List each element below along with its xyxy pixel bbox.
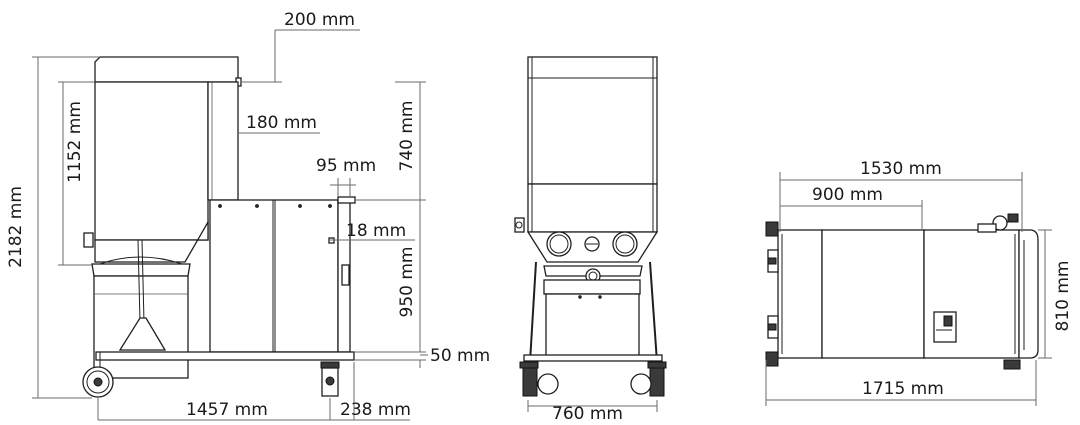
dim-top-overall-length: 1715 mm bbox=[862, 379, 944, 399]
dim-top-total-width: 1530 mm bbox=[860, 159, 942, 179]
dim-column-width: 180 mm bbox=[246, 113, 317, 133]
side-view-dimensions bbox=[32, 29, 428, 421]
dim-panel-offset: 95 mm bbox=[316, 156, 376, 176]
dim-hopper-height: 1152 mm bbox=[65, 101, 85, 183]
dim-top-depth: 810 mm bbox=[1053, 261, 1073, 332]
front-view-dimensions: 760 mm bbox=[527, 400, 658, 424]
dim-total-height: 2182 mm bbox=[6, 186, 26, 268]
dim-upper-height: 740 mm bbox=[397, 101, 417, 172]
dim-overhang: 238 mm bbox=[340, 400, 411, 420]
dim-top-offset: 200 mm bbox=[284, 10, 355, 30]
side-view bbox=[82, 56, 356, 398]
top-view bbox=[765, 213, 1039, 370]
top-view-dimensions: 1530 mm 900 mm 810 mm 1715 mm bbox=[765, 159, 1073, 406]
dim-length: 1457 mm bbox=[186, 400, 268, 420]
dim-handle-offset: 18 mm bbox=[346, 221, 406, 241]
dim-ground-clearance: 50 mm bbox=[430, 346, 490, 366]
dim-top-section-width: 900 mm bbox=[812, 185, 883, 205]
dim-cabinet-height: 950 mm bbox=[397, 247, 417, 318]
side-view-labels: 2182 mm 1152 mm 200 mm 180 mm 740 mm 95 … bbox=[6, 10, 490, 420]
dim-front-width: 760 mm bbox=[552, 404, 623, 424]
front-view bbox=[514, 56, 667, 397]
